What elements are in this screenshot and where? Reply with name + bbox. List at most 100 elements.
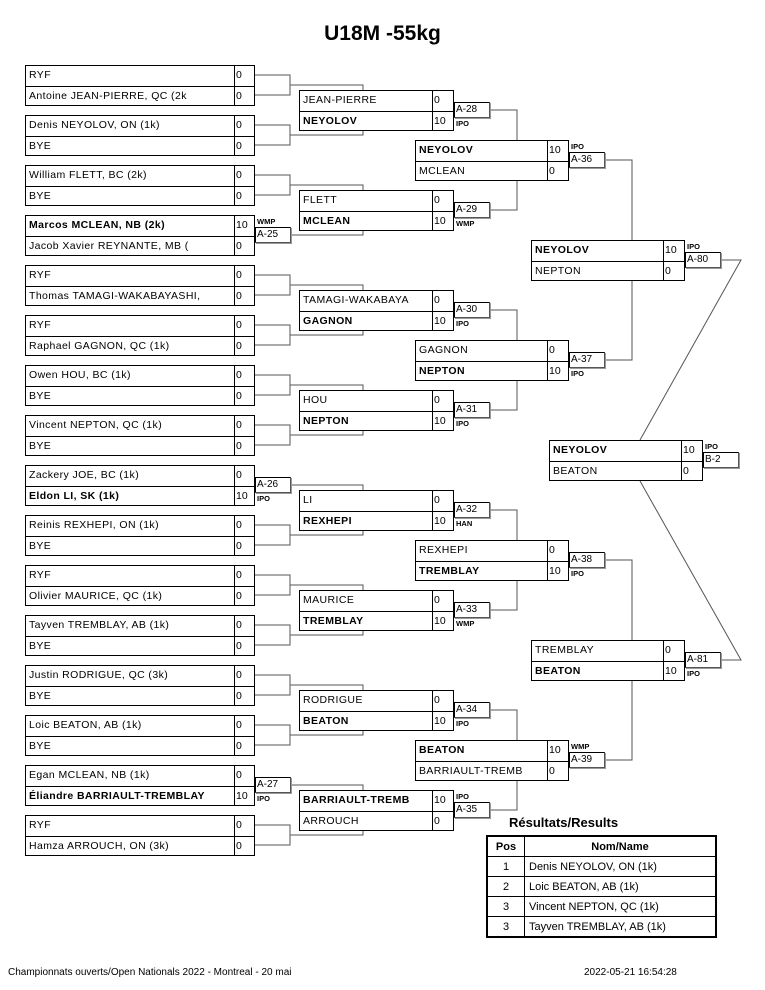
competitor-score: 0 [234,166,254,186]
competitor-name: BYE [29,390,52,402]
bout-label: A-38 [569,552,605,568]
competitor-name: GAGNON [303,315,353,327]
competitor-row[interactable]: Hamza ARROUCH, ON (3k)0 [26,836,254,856]
competitor-score: 0 [234,287,254,306]
competitor-row[interactable]: Olivier MAURICE, QC (1k)0 [26,586,254,606]
competitor-row[interactable]: Thomas TAMAGI-WAKABAYASHI,0 [26,286,254,306]
competitor-row[interactable]: Marcos MCLEAN, NB (2k)10 [26,216,254,236]
competitor-row[interactable]: Denis NEYOLOV, ON (1k)0 [26,116,254,136]
competitor-name: RODRIGUE [303,694,363,706]
win-method: WMP [456,619,475,628]
connector-line [490,709,518,740]
competitor-name: BARRIAULT-TREMB [419,765,523,777]
competitor-row[interactable]: Egan MCLEAN, NB (1k)0 [26,766,254,786]
competitor-row[interactable]: Owen HOU, BC (1k)0 [26,366,254,386]
win-method: IPO [456,119,469,128]
competitor-row[interactable]: Loic BEATON, AB (1k)0 [26,716,254,736]
bout-label: A-37 [569,352,605,368]
win-method: IPO [571,142,584,151]
competitor-row[interactable]: William FLETT, BC (2k)0 [26,166,254,186]
competitor-name: Tayven TREMBLAY, AB (1k) [29,619,170,631]
connector-line [604,280,633,361]
competitor-row[interactable]: Tayven TREMBLAY, AB (1k)0 [26,616,254,636]
competitor-score: 10 [432,791,453,811]
competitor-score: 0 [547,762,568,781]
competitor-row[interactable]: BARRIAULT-TREMB 0 [416,761,568,781]
connector-line [290,284,364,290]
bout-label: A-28 [454,102,490,118]
connector-line [290,530,364,536]
competitor-name: TREMBLAY [419,565,480,577]
bout-label: A-31 [454,402,490,418]
competitor-score: 0 [234,187,254,206]
competitor-score: 0 [681,462,702,481]
competitor-score: 10 [663,662,684,681]
competitor-row[interactable]: Zackery JOE, BC (1k)0 [26,466,254,486]
win-method: IPO [687,242,700,251]
win-method: IPO [705,442,718,451]
connector-line [490,580,518,611]
competitor-row[interactable]: Vincent NEPTON, QC (1k)0 [26,416,254,436]
competitor-row[interactable]: Raphael GAGNON, QC (1k)0 [26,336,254,356]
competitor-row[interactable]: Jacob Xavier REYNANTE, MB (0 [26,236,254,256]
competitor-name: Denis NEYOLOV, ON (1k) [29,119,160,131]
competitor-row[interactable]: Eldon LI, SK (1k)10 [26,486,254,506]
bout-label: A-39 [569,752,605,768]
competitor-row[interactable]: Justin RODRIGUE, QC (3k)0 [26,666,254,686]
competitor-row[interactable]: Reinis REXHEPI, ON (1k)0 [26,516,254,536]
competitor-name: Reinis REXHEPI, ON (1k) [29,519,159,531]
competitor-score: 0 [234,737,254,756]
result-pos: 2 [486,876,525,897]
